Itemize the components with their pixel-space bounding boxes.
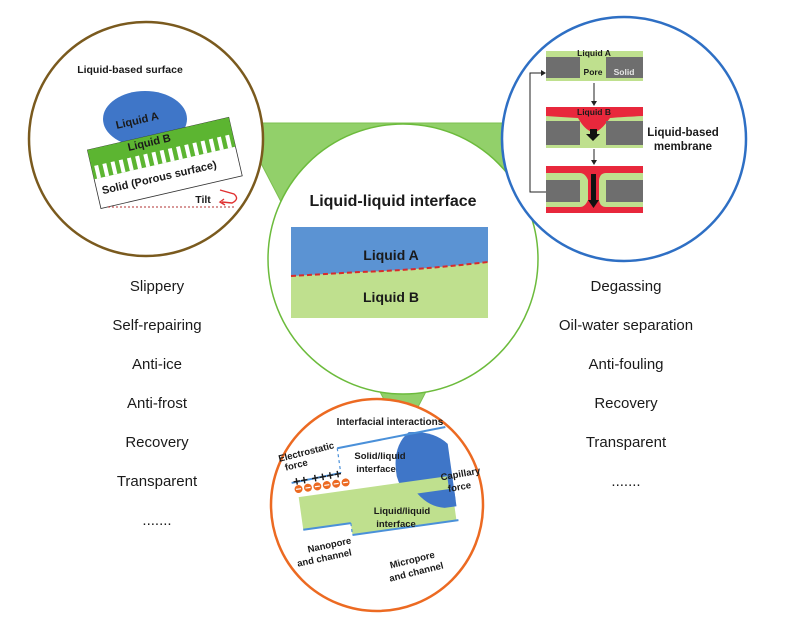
- interactions-geometry: [291, 426, 459, 536]
- porous-surface: [86, 116, 243, 209]
- pore: [167, 147, 175, 162]
- membrane-title-line2: membrane: [654, 141, 712, 153]
- pore: [126, 157, 134, 172]
- list-item: Oil-water separation: [558, 317, 694, 334]
- membrane-stage-1: [546, 51, 643, 81]
- minus-sign: [314, 485, 320, 488]
- tilt-arrow-icon: [218, 189, 238, 206]
- arrow-head-1: [591, 101, 597, 106]
- minus-sign: [305, 486, 311, 489]
- center-liquid-b-label: Liquid B: [363, 289, 419, 305]
- list-item: .......: [611, 473, 641, 490]
- solid-liquid-line2: interface: [356, 464, 396, 475]
- minus-sign: [333, 482, 339, 485]
- membrane-pore-label: Pore: [584, 67, 603, 77]
- pore: [184, 144, 192, 158]
- pore: [200, 140, 208, 155]
- recycle-arrow: [529, 72, 546, 193]
- pore: [94, 165, 102, 179]
- liquid-liquid-line1: Liquid/liquid: [374, 506, 431, 517]
- list-item: Transparent: [585, 434, 667, 451]
- liquid-liquid-line2: interface: [376, 519, 416, 530]
- minus-sign: [324, 484, 330, 487]
- membrane-applications-list: Degassing Oil-water separation Anti-foul…: [526, 267, 726, 501]
- pore: [135, 155, 142, 170]
- pore: [110, 161, 118, 175]
- liquid-liquid-box: [290, 227, 489, 318]
- pore: [216, 136, 224, 151]
- minus-sign: [296, 488, 302, 490]
- arrow-head-2: [591, 160, 597, 165]
- membrane-title-line1: Liquid-based: [647, 127, 719, 139]
- list-item: Anti-ice: [131, 356, 183, 373]
- membrane-liquid-b-label: Liquid B: [577, 107, 611, 117]
- minus-sign: [343, 481, 349, 484]
- capillary-line2: force: [447, 480, 472, 495]
- list-item: Self-repairing: [112, 317, 202, 334]
- pore: [192, 142, 200, 156]
- list-item: Degassing: [590, 278, 662, 295]
- recycle-arrow-head: [541, 70, 546, 76]
- center-title: Liquid-liquid interface: [309, 193, 476, 210]
- list-item: .......: [142, 512, 172, 529]
- center-liquid-a-label: Liquid A: [363, 247, 418, 263]
- list-item: Anti-fouling: [588, 356, 664, 373]
- membrane-stage-2: [546, 107, 643, 148]
- list-item: Transparent: [116, 473, 198, 490]
- pore: [143, 153, 151, 168]
- surface-title: Liquid-based surface: [77, 64, 183, 76]
- list-item: Slippery: [129, 278, 185, 295]
- tilt-label: Tilt: [195, 194, 211, 206]
- pore: [118, 159, 126, 173]
- list-item: Anti-frost: [126, 395, 187, 412]
- solid-liquid-line1: Solid/liquid: [354, 451, 405, 462]
- interface-line: [290, 261, 489, 277]
- membrane-liquid-a-label: Liquid A: [577, 48, 611, 58]
- surface-applications-list: Slippery Self-repairing Anti-ice Anti-fr…: [57, 267, 257, 540]
- pore: [225, 134, 232, 149]
- pore: [102, 163, 110, 177]
- list-item: Recovery: [594, 395, 658, 412]
- membrane-stage-3: [546, 166, 643, 213]
- pore: [208, 138, 216, 153]
- pore: [151, 151, 159, 166]
- electrostatic-line2: force: [284, 457, 309, 473]
- list-item: Recovery: [125, 434, 189, 451]
- interactions-title: Interfacial interactions: [337, 417, 444, 428]
- pore: [159, 149, 167, 164]
- pore: [176, 146, 183, 160]
- membrane-solid-label: Solid: [614, 67, 635, 77]
